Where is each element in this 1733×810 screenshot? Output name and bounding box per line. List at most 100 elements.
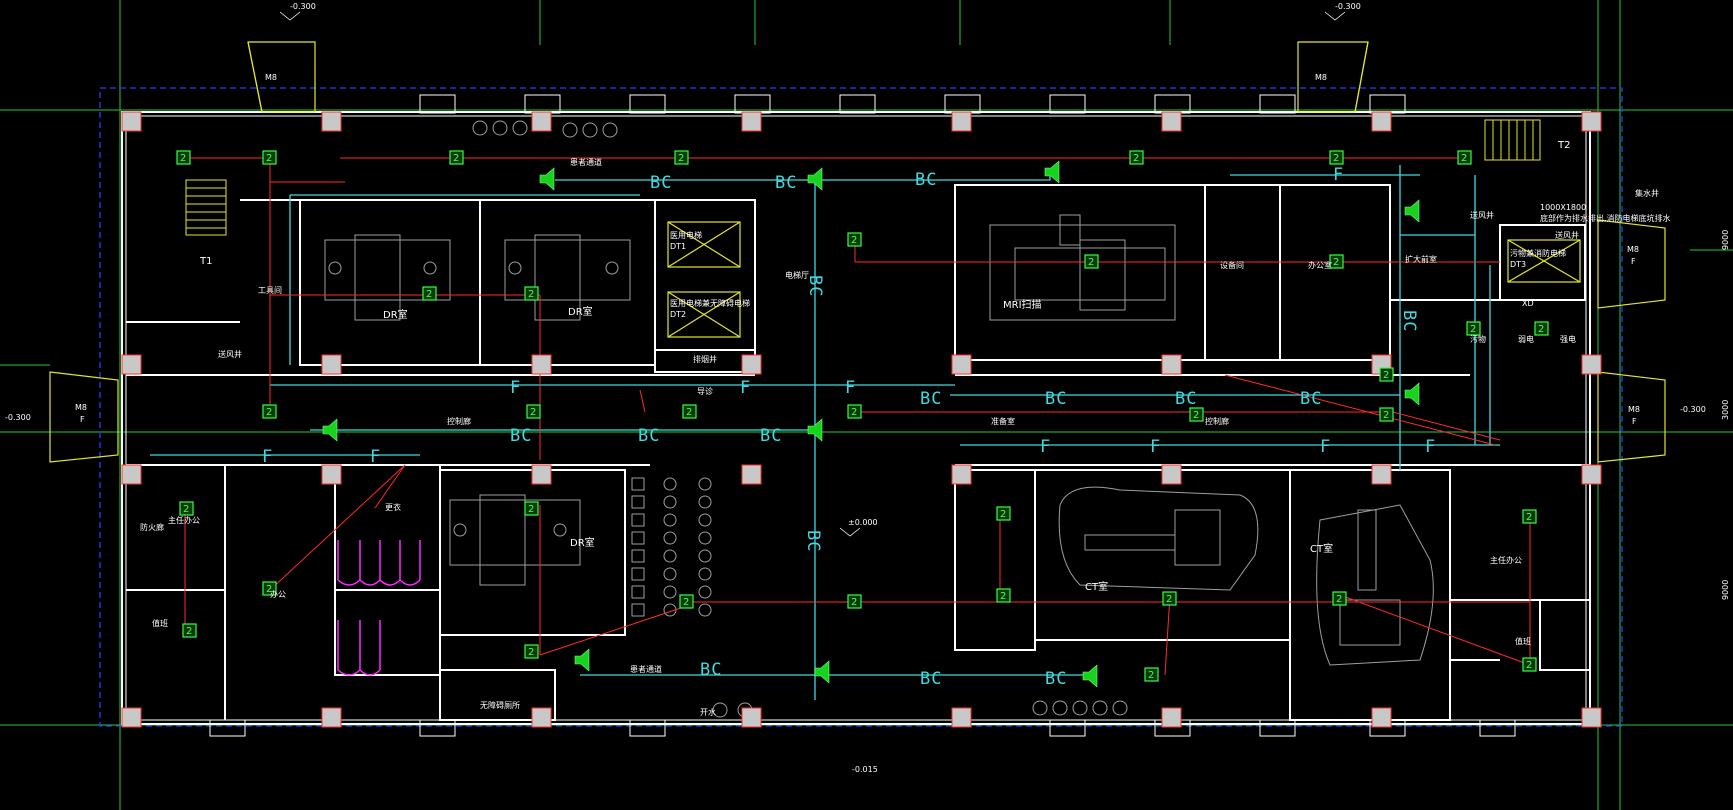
svg-text:F: F: [1333, 165, 1344, 185]
device-marker: 2: [1534, 321, 1549, 336]
svg-text:电梯厅: 电梯厅: [785, 270, 809, 280]
device-marker: 2: [182, 623, 197, 638]
svg-text:2: 2: [686, 407, 692, 418]
device-marker: 2: [262, 404, 277, 419]
svg-text:2: 2: [266, 153, 272, 164]
svg-text:2: 2: [1383, 410, 1389, 421]
waiting-chairs: [472, 120, 1128, 718]
svg-text:F: F: [1425, 437, 1436, 457]
svg-text:T2: T2: [1557, 140, 1570, 151]
svg-text:2: 2: [1526, 512, 1532, 523]
svg-text:F: F: [845, 378, 856, 398]
svg-text:2: 2: [266, 584, 272, 595]
svg-text:F: F: [510, 378, 521, 398]
svg-text:导诊: 导诊: [697, 386, 713, 396]
columns: [121, 111, 1602, 728]
svg-text:-0.300: -0.300: [5, 413, 31, 422]
svg-text:2: 2: [530, 407, 536, 418]
svg-text:9000: 9000: [1721, 580, 1730, 600]
device-marker: 2: [1144, 667, 1159, 682]
svg-text:M8: M8: [1315, 73, 1327, 82]
svg-text:BC: BC: [775, 173, 797, 193]
svg-text:值班: 值班: [1515, 636, 1531, 646]
device-marker: 2: [1129, 150, 1144, 165]
svg-text:2: 2: [1538, 324, 1544, 335]
svg-text:DR室: DR室: [568, 305, 593, 318]
wiring-labels: BC BC BC F F F BC BC BC BC BC BC BC F F …: [262, 165, 1436, 689]
device-marker: 2: [1379, 407, 1394, 422]
svg-text:2: 2: [183, 504, 189, 515]
toilet-partitions: [337, 540, 421, 676]
svg-text:2: 2: [1333, 153, 1339, 164]
svg-text:工具间: 工具间: [258, 286, 282, 295]
device-marker: 2: [524, 644, 539, 659]
svg-text:防火廊: 防火廊: [140, 522, 164, 532]
svg-text:主任办公: 主任办公: [1490, 555, 1522, 565]
svg-text:集水井: 集水井: [1635, 188, 1659, 198]
device-marker: 2: [179, 501, 194, 516]
svg-text:DR室: DR室: [570, 536, 595, 549]
device-marker: 2: [422, 286, 437, 301]
svg-text:2: 2: [528, 647, 534, 658]
svg-text:排烟井: 排烟井: [693, 354, 717, 364]
svg-text:控制廊: 控制廊: [1205, 416, 1229, 426]
speaker-icon: [1044, 160, 1060, 184]
device-marker: 2: [847, 404, 862, 419]
svg-text:2: 2: [851, 235, 857, 246]
svg-text:2: 2: [851, 597, 857, 608]
svg-text:BC: BC: [1399, 310, 1419, 332]
svg-text:M8: M8: [75, 403, 87, 412]
svg-text:2: 2: [266, 407, 272, 418]
svg-text:2: 2: [1193, 410, 1199, 421]
speaker-icon: [1404, 199, 1420, 223]
svg-text:2: 2: [683, 597, 689, 608]
svg-text:2: 2: [851, 407, 857, 418]
svg-text:-0.015: -0.015: [852, 765, 878, 774]
svg-text:2: 2: [1383, 370, 1389, 381]
svg-text:主任办公: 主任办公: [168, 515, 200, 525]
device-marker: 2: [996, 506, 1011, 521]
svg-text:2: 2: [1470, 324, 1476, 335]
device-marker: 2: [449, 150, 464, 165]
red-wiring: [184, 157, 1531, 676]
device-marker: 2: [262, 581, 277, 596]
svg-text:XD: XD: [1522, 299, 1534, 308]
device-marker: 2: [1084, 254, 1099, 269]
svg-text:3000: 3000: [1721, 400, 1730, 420]
svg-text:患者通道: 患者通道: [630, 664, 662, 674]
svg-text:2: 2: [1148, 670, 1154, 681]
device-marker: 2: [1329, 150, 1344, 165]
device-marker: 2: [1379, 367, 1394, 382]
device-marker: 2: [682, 404, 697, 419]
device-marker: 2: [1522, 509, 1537, 524]
device-marker: 2: [524, 286, 539, 301]
device-marker: 2: [1332, 591, 1347, 606]
svg-text:弱电: 弱电: [1518, 334, 1534, 344]
svg-text:BC: BC: [1175, 389, 1197, 409]
device-marker: 2: [847, 594, 862, 609]
svg-text:值班: 值班: [152, 618, 168, 628]
device-marker: 2: [1189, 407, 1204, 422]
svg-text:2: 2: [1333, 257, 1339, 268]
speaker-icon: [539, 167, 555, 191]
device-marker: 2: [1522, 657, 1537, 672]
svg-text:开水: 开水: [700, 707, 716, 717]
svg-text:2: 2: [1000, 591, 1006, 602]
svg-text:MRI扫描: MRI扫描: [1003, 298, 1042, 311]
svg-text:F: F: [1150, 437, 1161, 457]
svg-text:F: F: [1320, 437, 1331, 457]
svg-text:M8: M8: [1627, 245, 1639, 254]
svg-text:BC: BC: [1045, 389, 1067, 409]
svg-text:CT室: CT室: [1085, 580, 1108, 593]
level-marks: -0.300 -0.300 -0.300 -0.300 ±0.000 -0.01…: [5, 2, 1706, 774]
svg-text:2: 2: [1166, 594, 1172, 605]
svg-text:M8: M8: [1628, 405, 1640, 414]
device-markers: 2 2 2 2 2 2 2 2 2 2 2 2 2 2 2 2 2 2 2 2 …: [176, 150, 1549, 682]
device-marker: 2: [1162, 591, 1177, 606]
svg-text:CT室: CT室: [1310, 542, 1333, 555]
device-marker: 2: [262, 150, 277, 165]
svg-text:扩大前室: 扩大前室: [1405, 254, 1437, 264]
